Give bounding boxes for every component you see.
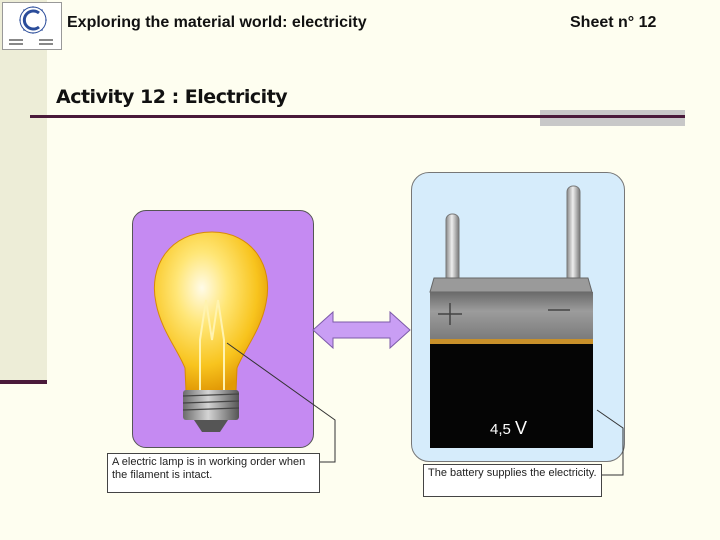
battery-caption: The battery supplies the electricity. xyxy=(423,464,602,497)
battery-icon xyxy=(429,185,593,448)
lamp-caption: A electric lamp is in working order when… xyxy=(107,453,320,493)
council-logo xyxy=(2,2,62,50)
double-arrow-icon xyxy=(312,310,411,350)
light-bulb-icon xyxy=(154,231,268,432)
sheet-number: Sheet n° 12 xyxy=(570,14,657,31)
voltage-number: 4,5 xyxy=(490,421,511,438)
activity-title: Activity 12 : Electricity xyxy=(56,86,288,108)
title-rule xyxy=(30,115,685,118)
battery-voltage: 4,5 V xyxy=(490,418,527,439)
voltage-unit: V xyxy=(515,418,528,438)
header-title: Exploring the material world: electricit… xyxy=(67,14,367,31)
left-decor-line xyxy=(0,380,47,384)
lamp-callout-line xyxy=(226,342,336,463)
title-rule-accent xyxy=(540,110,685,126)
battery-callout-line xyxy=(596,409,624,476)
left-decor-band xyxy=(0,0,47,382)
